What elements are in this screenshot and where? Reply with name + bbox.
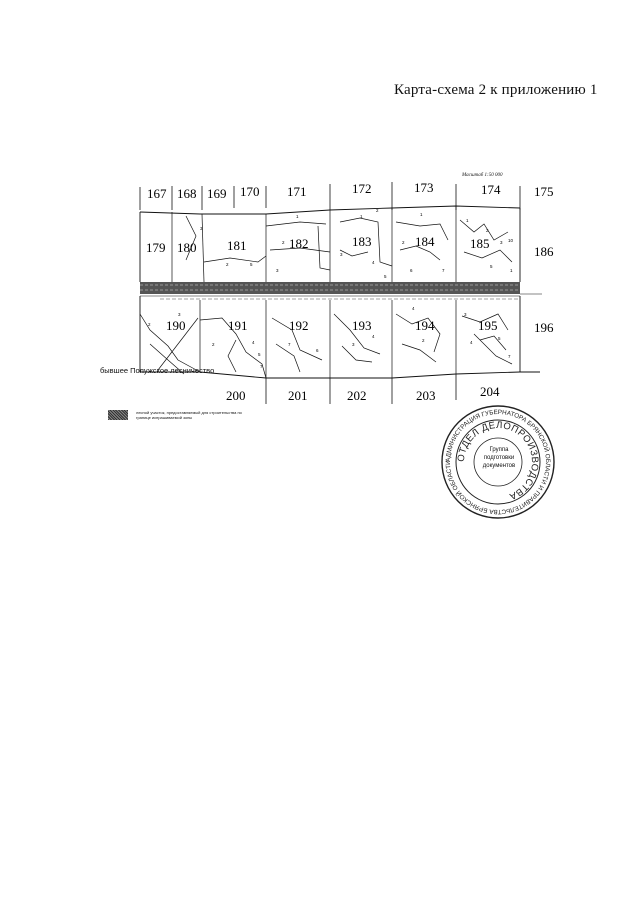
block-202: 202: [347, 388, 367, 403]
sub-number: 4: [372, 334, 375, 339]
block-201: 201: [288, 388, 308, 403]
upper-block-boundaries: [171, 206, 513, 283]
sub-number: 1: [510, 268, 513, 273]
sub-number: 3: [178, 312, 181, 317]
sub-number: 2: [486, 228, 489, 233]
sub-number: 3: [276, 268, 279, 273]
sub-number: 4: [470, 340, 473, 345]
sub-number: 3: [352, 342, 355, 347]
block-181: 181: [227, 238, 247, 253]
block-194: 194: [415, 318, 435, 333]
block-168: 168: [177, 186, 197, 201]
block-171: 171: [287, 184, 307, 199]
sub-number: 2: [376, 208, 379, 213]
sub-number: 7: [260, 364, 263, 369]
bottom-block-dividers: [265, 374, 457, 404]
sub-number: 3: [464, 312, 467, 317]
sub-number: 3: [340, 252, 343, 257]
block-192: 192: [289, 318, 309, 333]
block-169: 169: [207, 186, 227, 201]
lower-block-boundaries: [139, 300, 513, 379]
sub-number: 5: [250, 262, 253, 267]
sub-number: 2: [402, 240, 405, 245]
block-191: 191: [228, 318, 248, 333]
scale-note: Масштаб 1:50 000: [462, 173, 503, 178]
sub-number: 2: [212, 342, 215, 347]
sub-number: 2: [226, 262, 229, 267]
forestry-pointer: [157, 317, 199, 371]
block-170: 170: [240, 184, 260, 199]
official-stamp: АДМИНИСТРАЦИЯ ГУБЕРНАТОРА БРЯНСКОЙ ОБЛАС…: [440, 404, 556, 520]
stamp-center-text: Группа подготовки документов: [482, 447, 516, 469]
sub-number: 1: [360, 214, 363, 219]
stamp-seal: АДМИНИСТРАЦИЯ ГУБЕРНАТОРА БРЯНСКОЙ ОБЛАС…: [441, 405, 555, 519]
sub-number: 10: [508, 238, 514, 243]
block-179: 179: [146, 240, 166, 255]
block-196: 196: [534, 320, 554, 335]
sub-number: 5: [490, 264, 493, 269]
block-195: 195: [478, 318, 498, 333]
block-167: 167: [147, 186, 167, 201]
forestry-label: бывшее Полужское лесничество: [100, 366, 215, 375]
block-200: 200: [226, 388, 246, 403]
sub-number: 2: [148, 322, 151, 327]
block-172: 172: [352, 181, 372, 196]
sub-number: 7: [508, 354, 511, 359]
sub-number: 2: [282, 240, 285, 245]
sub-number: 6: [410, 268, 413, 273]
block-174: 174: [481, 182, 501, 197]
block-184: 184: [415, 234, 435, 249]
sub-number: 4: [252, 340, 255, 345]
block-182: 182: [289, 236, 309, 251]
sub-number: 5: [384, 274, 387, 279]
block-203: 203: [416, 388, 436, 403]
block-185: 185: [470, 236, 490, 251]
sub-number: 1: [296, 214, 299, 219]
sub-number: 6: [316, 348, 319, 353]
corridor-band: [140, 282, 520, 294]
sub-number: 1: [420, 212, 423, 217]
legend-text: лесной участок, предоставляемый для стро…: [136, 410, 242, 420]
road-corridor: [140, 282, 542, 300]
block-193: 193: [352, 318, 372, 333]
block-204: 204: [480, 384, 500, 399]
sub-number: 7: [442, 268, 445, 273]
block-175: 175: [534, 184, 554, 199]
page-title: Карта-схема 2 к приложению 1: [394, 82, 598, 98]
sub-number: 3: [500, 240, 503, 245]
sub-number: 1: [466, 218, 469, 223]
sub-number: 7: [288, 342, 291, 347]
sub-number: 5: [258, 352, 261, 357]
sub-number: 5: [498, 336, 501, 341]
sub-compartment-numbers: 3 2 5 1 2 3 1 2 3 4 5 1 2 6 7 1 2 3 10 5…: [148, 208, 514, 369]
block-183: 183: [352, 234, 372, 249]
legend-swatch: [108, 410, 128, 420]
block-180: 180: [177, 240, 197, 255]
block-173: 173: [414, 180, 434, 195]
block-190: 190: [166, 318, 186, 333]
sub-number: 3: [200, 226, 203, 231]
sub-number: 4: [412, 306, 415, 311]
sub-number: 2: [422, 338, 425, 343]
sub-number: 4: [372, 260, 375, 265]
block-186: 186: [534, 244, 554, 259]
